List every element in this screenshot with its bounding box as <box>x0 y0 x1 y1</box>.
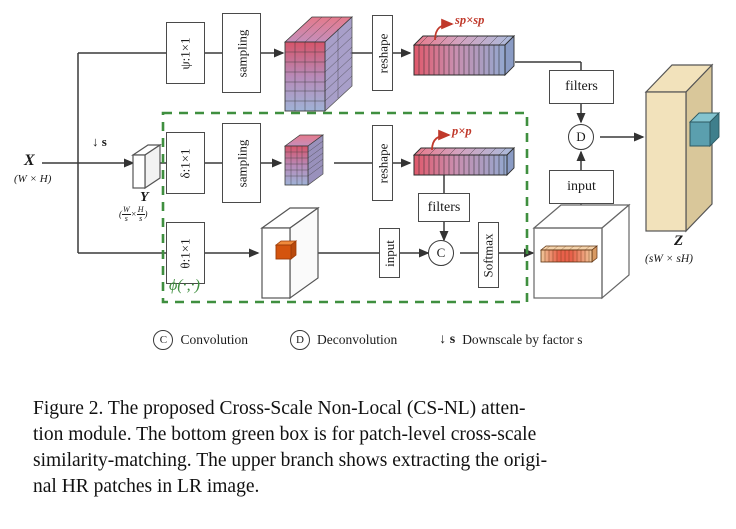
diagram-canvas <box>42 16 721 304</box>
input-right-box[interactable]: input <box>549 170 614 204</box>
output-slab-Z <box>644 63 721 233</box>
convolution-op-label: C <box>436 245 446 260</box>
sampling-mid-label: sampling <box>234 139 250 187</box>
input-left-label: input <box>382 239 398 267</box>
filters-mid-box[interactable]: filters <box>418 193 470 222</box>
conv-delta-box[interactable]: δ:1×1 <box>166 132 205 194</box>
legend-item-deconvolution: D Deconvolution <box>289 330 398 350</box>
legend-label-convolution: Convolution <box>180 332 248 347</box>
green-dashed-region <box>161 111 529 304</box>
sampling-top-box[interactable]: sampling <box>222 13 261 93</box>
lr-patch-strip <box>412 129 516 177</box>
query-feature-slab <box>260 206 320 300</box>
reshape-mid-label: reshape <box>375 143 391 183</box>
input-symbol-label: X <box>24 152 35 169</box>
output-dims-label: (sW × sH) <box>645 253 694 265</box>
phi-function-label: ϕ(·,·) <box>169 277 200 294</box>
filters-top-box[interactable]: filters <box>549 70 614 104</box>
softmax-label: Softmax <box>481 232 496 278</box>
legend-item-downscale: ↓ s Downscale by factor s <box>439 332 582 348</box>
sampling-mid-box[interactable]: sampling <box>222 123 261 203</box>
conv-theta-label: θ:1×1 <box>177 237 193 269</box>
sampling-top-label: sampling <box>234 29 250 77</box>
dims-times: × <box>130 208 137 219</box>
deconvolution-op-circle[interactable]: D <box>568 124 594 150</box>
dims-num-w: W <box>122 205 131 216</box>
input-right-label: input <box>567 179 596 194</box>
output-symbol-label: Z <box>674 233 684 249</box>
conv-psi-label: ψ:1×1 <box>178 36 193 70</box>
hr-patch-size-label: sp×sp <box>455 13 485 27</box>
attention-volume-cube <box>532 203 631 300</box>
conv-theta-box[interactable]: θ:1×1 <box>166 222 205 284</box>
connector-lines <box>42 48 645 258</box>
legend-item-convolution: C Convolution <box>153 330 248 350</box>
convolution-op-circle[interactable]: C <box>428 240 454 266</box>
conv-psi-box[interactable]: ψ:1×1 <box>166 22 205 84</box>
dims-den-s2: s <box>139 214 143 224</box>
downscale-arrow-icon: ↓ s <box>439 332 456 347</box>
input-dims-label: (W × H) <box>14 173 52 185</box>
dims-den-s1: s <box>124 214 128 224</box>
dims-close-paren: ) <box>144 208 148 219</box>
hr-patch-cube-large <box>283 16 354 112</box>
caption-line-2: tion module. The bottom green box is for… <box>33 424 537 445</box>
caption-line-3: similarity-matching. The upper branch sh… <box>33 450 548 471</box>
reshape-mid-box[interactable]: reshape <box>372 125 393 201</box>
downscale-label: ↓ s <box>92 134 107 149</box>
legend: C Convolution D Deconvolution ↓ s Downsc… <box>0 322 736 358</box>
hr-patch-strip <box>412 18 516 77</box>
intermediate-slab-Y <box>131 143 162 190</box>
input-left-box[interactable]: input <box>379 228 400 278</box>
filters-mid-label: filters <box>427 199 461 215</box>
intermediate-symbol-label: Y <box>140 190 149 205</box>
dims-open-paren: ( <box>119 208 122 219</box>
figure-caption: Figure 2. The proposed Cross-Scale Non-L… <box>33 396 705 500</box>
softmax-box[interactable]: Softmax <box>478 222 499 288</box>
caption-line-1: Figure 2. The proposed Cross-Scale Non-L… <box>33 398 526 419</box>
dims-num-h: H <box>136 205 145 216</box>
caption-line-4: nal HR patches in LR image. <box>33 476 260 497</box>
deconvolution-op-label: D <box>576 129 586 144</box>
reshape-top-label: reshape <box>375 33 391 73</box>
filters-top-label: filters <box>565 79 598 94</box>
lr-patch-cube-small <box>283 134 325 186</box>
reshape-top-box[interactable]: reshape <box>372 15 393 91</box>
diagram-area: ψ:1×1 sampling reshape δ:1×1 sampling re… <box>14 13 721 304</box>
legend-label-downscale: Downscale by factor s <box>462 332 583 347</box>
convolution-icon: C <box>153 330 174 350</box>
deconvolution-icon: D <box>289 330 310 350</box>
legend-label-deconvolution: Deconvolution <box>316 332 398 347</box>
conv-delta-label: δ:1×1 <box>177 147 193 179</box>
lr-patch-size-label: p×p <box>452 124 472 138</box>
